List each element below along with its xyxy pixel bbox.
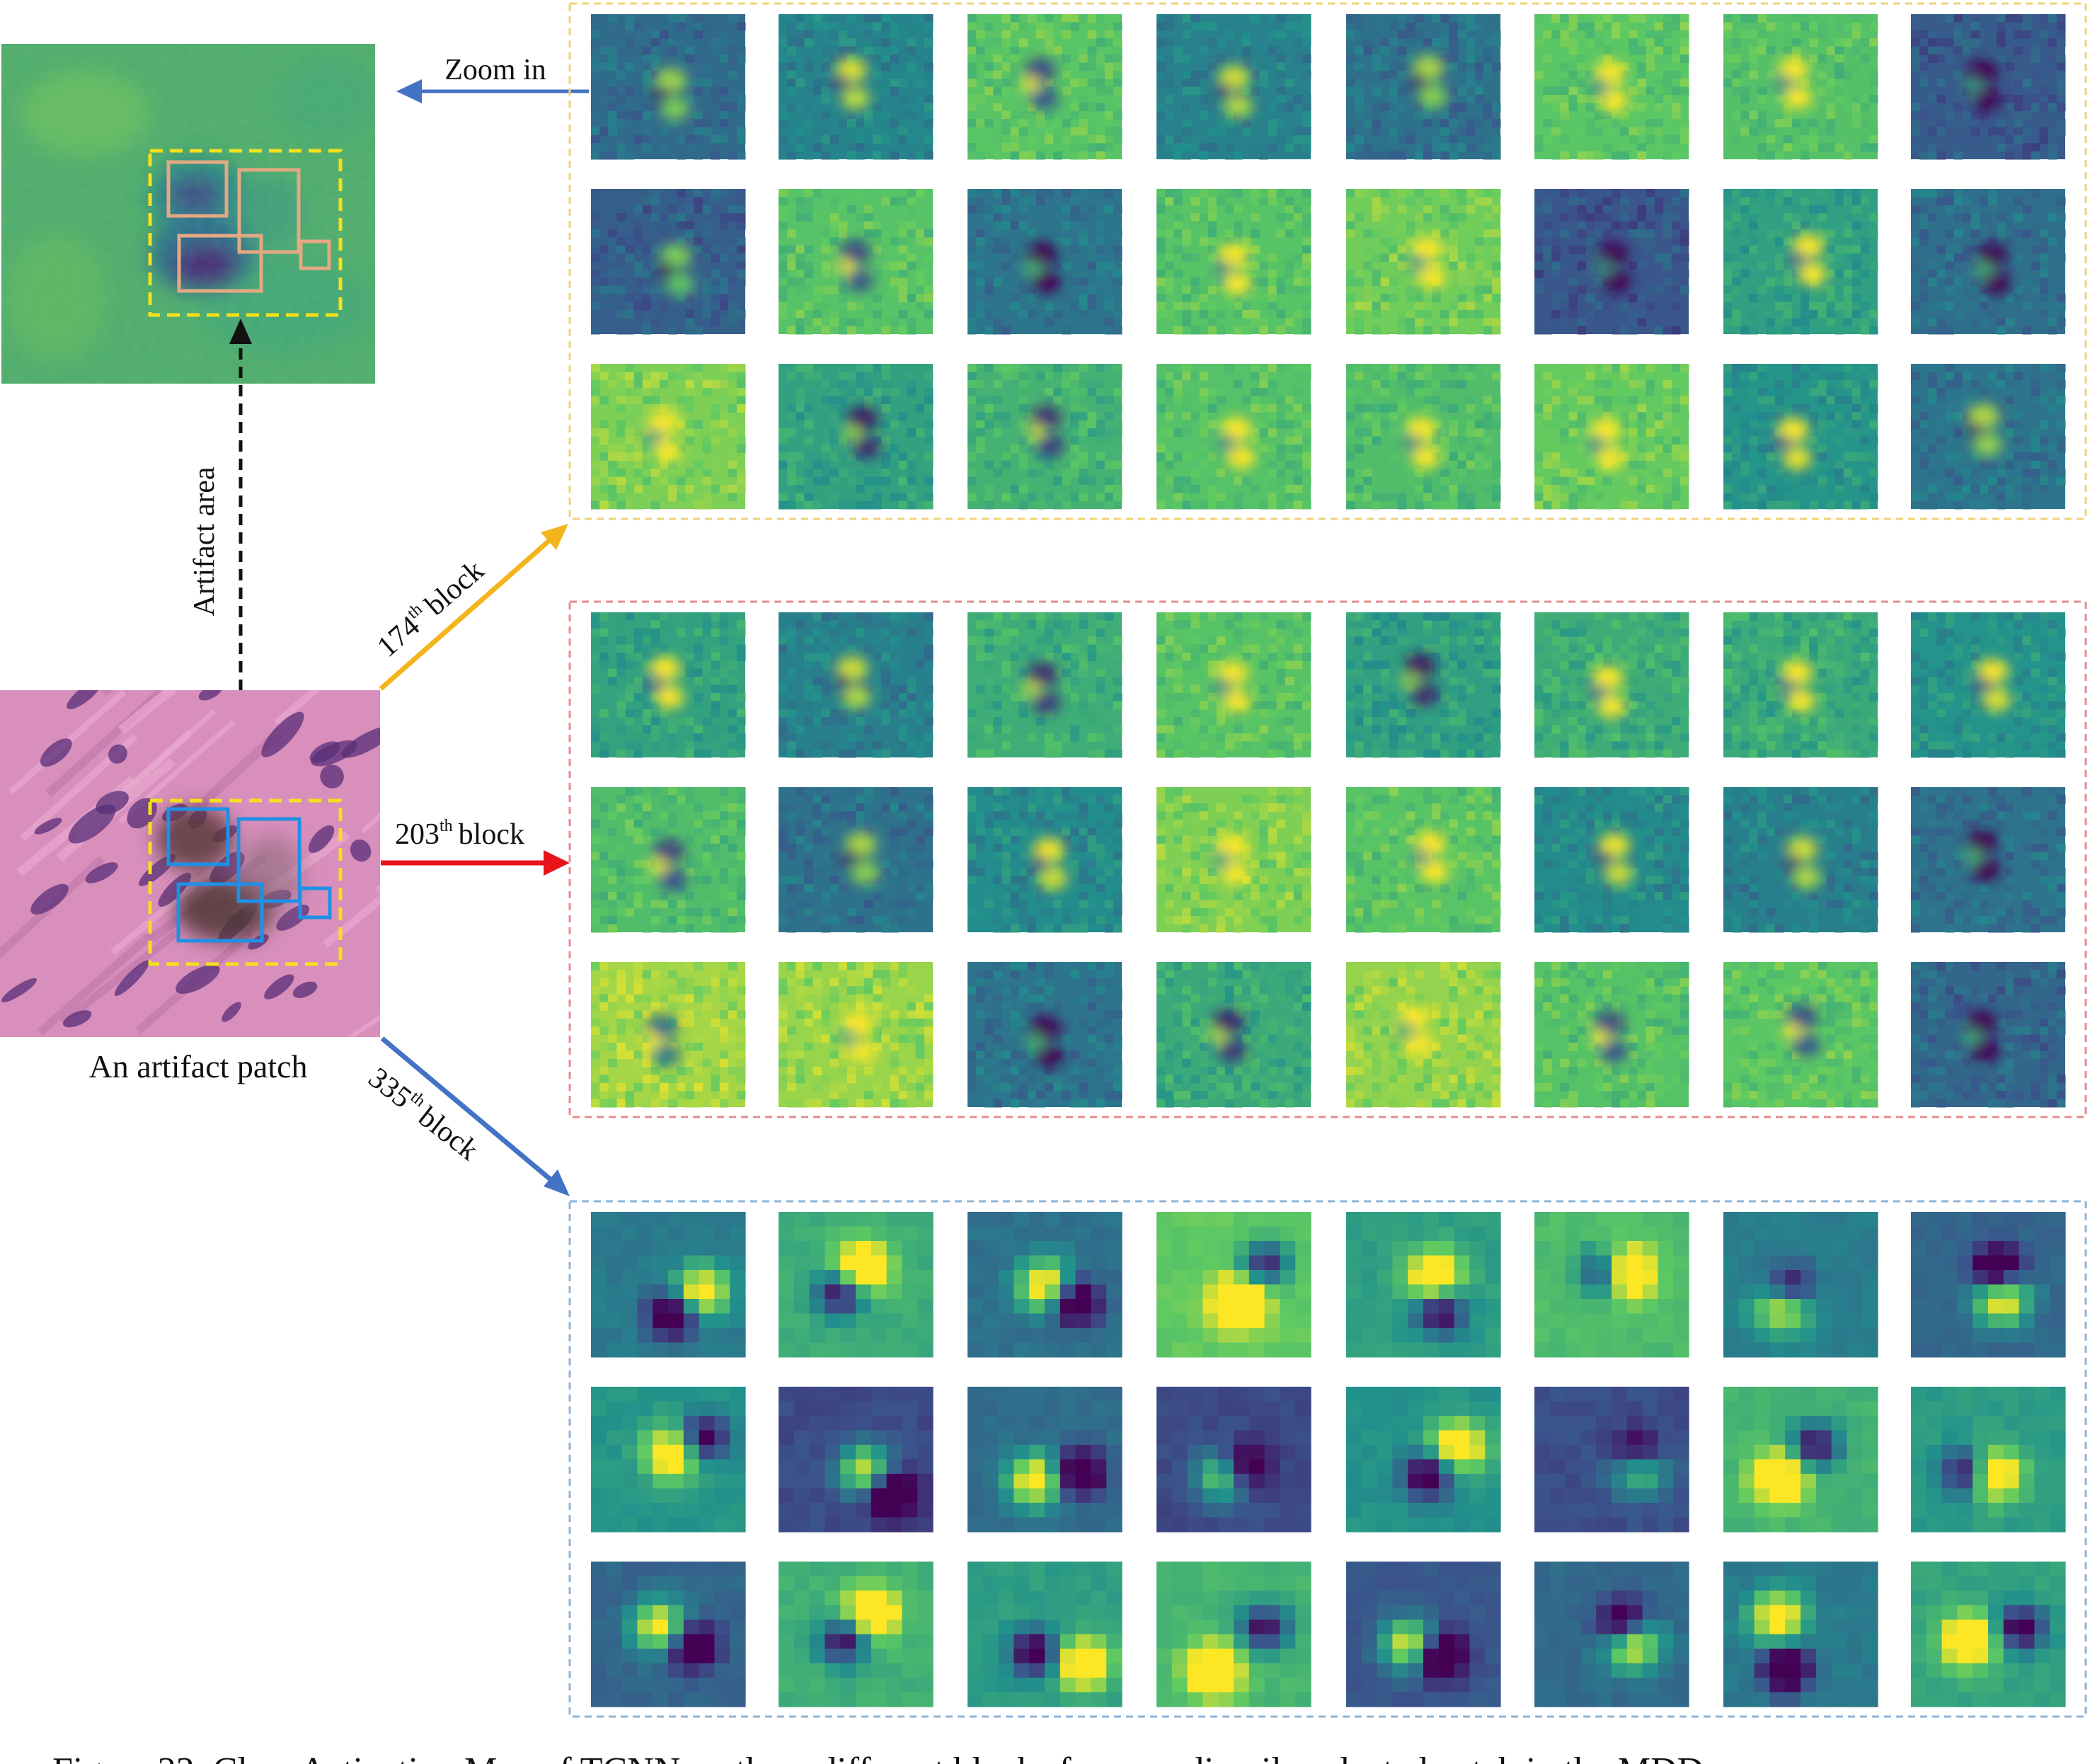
activation-map-tile [1723, 189, 1878, 335]
activation-map-tile [1346, 1212, 1501, 1358]
block-203-frame [568, 600, 2087, 1118]
activation-map-tile [1911, 612, 2066, 758]
patch-artifact-dashed-box [148, 798, 343, 966]
activation-map-tile [1723, 1212, 1878, 1358]
activation-map-tile [1346, 364, 1501, 510]
activation-map-tile [1723, 1387, 1878, 1533]
activation-map-tile [968, 787, 1122, 933]
activation-map-tile [1911, 1212, 2066, 1358]
activation-map-tile [1346, 787, 1501, 933]
activation-map-tile [968, 1387, 1122, 1533]
activation-map-tile [1534, 1562, 1689, 1707]
activation-map-tile [968, 189, 1122, 335]
activation-map-tile [1723, 612, 1878, 758]
zoom-in-arrow [396, 79, 589, 103]
activation-map-tile [591, 1562, 746, 1707]
activation-map-tile [779, 787, 934, 933]
activation-map-tile [1911, 14, 2066, 160]
activation-map-tile [1534, 1212, 1689, 1358]
block-335-frame [568, 1200, 2087, 1718]
block-335-group [568, 1200, 2087, 1718]
activation-map-tile [1156, 14, 1311, 160]
zoom-artifact-dashed-box [148, 149, 343, 317]
activation-map-tile [1534, 962, 1689, 1108]
activation-map-tile [1346, 1562, 1501, 1707]
activation-map-tile [779, 1562, 934, 1707]
activation-map-tile [779, 962, 934, 1108]
activation-map-tile [1156, 1212, 1311, 1358]
activation-map-tile [1723, 1562, 1878, 1707]
activation-map-tile [1723, 14, 1878, 160]
activation-map-tile [779, 1387, 934, 1533]
activation-map-tile [1534, 787, 1689, 933]
activation-map-tile [591, 364, 746, 510]
activation-map-tile [968, 14, 1122, 160]
activation-map-tile [1156, 787, 1311, 933]
block-174-arrow [379, 524, 568, 691]
activation-map-tile [1346, 1387, 1501, 1533]
activation-map-tile [1911, 364, 2066, 510]
activation-map-tile [1723, 787, 1878, 933]
block-203-arrow [381, 850, 570, 876]
activation-map-tile [1346, 189, 1501, 335]
activation-map-tile [1156, 1562, 1311, 1707]
activation-map-tile [1346, 14, 1501, 160]
block-174-frame [568, 2, 2087, 520]
activation-map-tile [968, 1562, 1122, 1707]
patch-caption: An artifact patch [88, 1048, 307, 1084]
figure-caption: Figure 22. Class Activation Map of TCNN … [52, 1751, 1704, 1764]
activation-map-tile [1534, 364, 1689, 510]
activation-map-tile [591, 14, 746, 160]
activation-map-tile [1156, 612, 1311, 758]
zoom-in-label: Zoom in [444, 54, 546, 86]
activation-map-tile [779, 612, 934, 758]
activation-map-tile [591, 1387, 746, 1533]
activation-map-tile [591, 189, 746, 335]
activation-map-tile [1534, 612, 1689, 758]
artifact-patch-image [0, 690, 380, 1037]
activation-map-tile [779, 364, 934, 510]
activation-map-tile [1534, 14, 1689, 160]
activation-map-tile [1346, 962, 1501, 1108]
artifact-area-label: Artifact area [188, 466, 221, 616]
activation-map-tile [1156, 364, 1311, 510]
activation-map-tile [591, 787, 746, 933]
activation-map-tile [968, 962, 1122, 1108]
activation-map-tile [1534, 1387, 1689, 1533]
activation-map-tile [1346, 612, 1501, 758]
activation-map-tile [1534, 189, 1689, 335]
block-174-group [568, 2, 2087, 520]
activation-map-tile [968, 1212, 1122, 1358]
activation-map-tile [1911, 787, 2066, 933]
activation-map-tile [779, 14, 934, 160]
activation-map-tile [1156, 1387, 1311, 1533]
activation-map-tile [591, 962, 746, 1108]
block-335-arrow [380, 1036, 570, 1196]
activation-map-tile [591, 612, 746, 758]
patch-region-boxes [166, 807, 332, 943]
activation-map-tile [1156, 189, 1311, 335]
zoom-region-boxes [166, 160, 331, 293]
activation-map-tile [1911, 1562, 2066, 1707]
activation-map-tile [779, 1212, 934, 1358]
activation-map-tile [1911, 962, 2066, 1108]
activation-map-tile [1911, 1387, 2066, 1533]
activation-map-tile [1723, 962, 1878, 1108]
block-203-group [568, 600, 2087, 1118]
activation-map-tile [1911, 189, 2066, 335]
zoomed-heatmap [1, 44, 375, 384]
activation-map-tile [779, 189, 934, 335]
activation-map-tile [1723, 364, 1878, 510]
activation-map-tile [591, 1212, 746, 1358]
activation-map-tile [1156, 962, 1311, 1108]
activation-map-tile [968, 612, 1122, 758]
activation-map-tile [968, 364, 1122, 510]
